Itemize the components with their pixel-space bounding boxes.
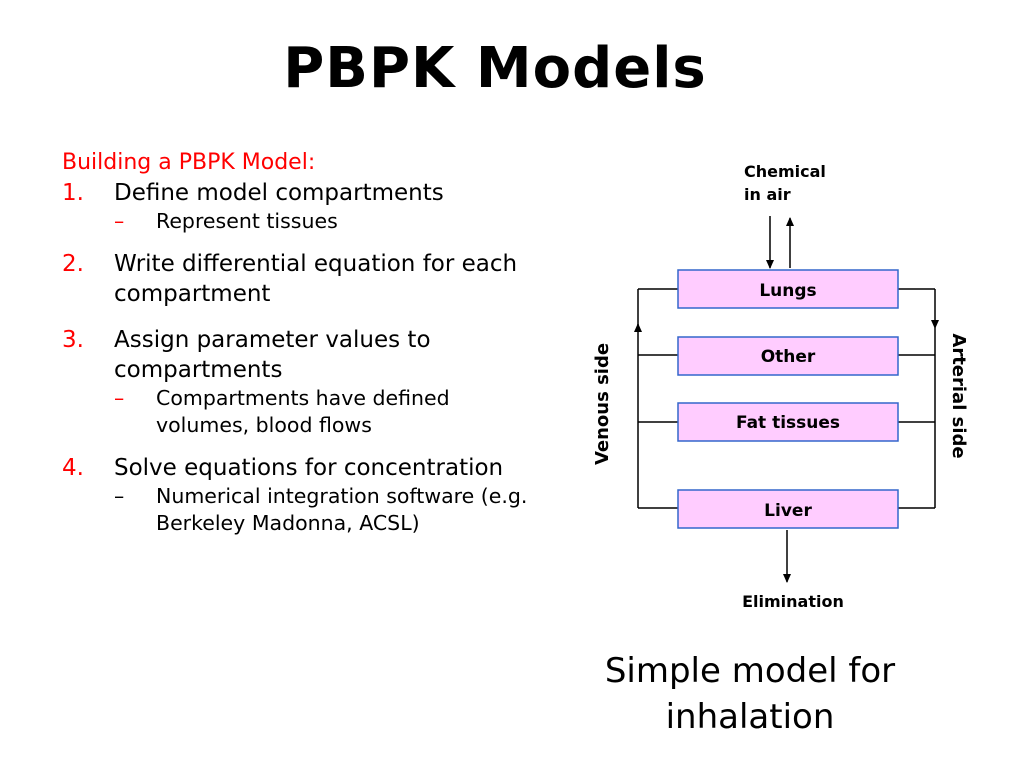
step-4-text: Solve equations for concentration xyxy=(114,455,504,481)
compartment-fat-tissues: Fat tissues xyxy=(677,402,899,442)
output-label: Elimination xyxy=(742,592,844,611)
step-1-sub-1-text: Represent tissues xyxy=(156,209,338,233)
input-label-line2: in air xyxy=(744,185,791,204)
step-1-text: Define model compartments xyxy=(114,180,444,206)
diagram-caption: Simple model for inhalation xyxy=(604,651,896,737)
compartment-liver-label: Liver xyxy=(764,501,812,521)
compartment-liver: Liver xyxy=(677,489,899,529)
compartment-lungs: Lungs xyxy=(677,269,899,309)
compartment-fat-tissues-label: Fat tissues xyxy=(736,413,840,433)
step-4: 4. Solve equations for concentration xyxy=(62,453,542,483)
compartment-other-label: Other xyxy=(761,347,816,367)
slide-title: PBPK Models xyxy=(283,36,707,101)
step-1-sub-1: – Represent tissues xyxy=(114,208,542,235)
content-list: Building a PBPK Model: 1. Define model c… xyxy=(62,148,542,537)
step-4-number: 4. xyxy=(62,455,84,481)
step-3-text: Assign parameter values to compartments xyxy=(114,327,431,383)
compartment-other: Other xyxy=(677,336,899,376)
compartment-lungs-label: Lungs xyxy=(759,281,816,301)
step-3-number: 3. xyxy=(62,327,84,353)
step-1-number: 1. xyxy=(62,180,84,206)
step-1: 1. Define model compartments xyxy=(62,178,542,208)
step-2-number: 2. xyxy=(62,251,84,277)
input-label-line1: Chemical xyxy=(744,162,826,181)
step-4-sub-1: – Numerical integration software (e.g. B… xyxy=(114,483,542,537)
step-2-text: Write differential equation for each com… xyxy=(114,251,518,307)
arterial-side-label: Arterial side xyxy=(948,333,969,458)
step-3-sub-1: – Compartments have defined volumes, blo… xyxy=(114,385,542,439)
step-1-sub-1-bullet: – xyxy=(114,209,125,233)
step-3-sub-1-text: Compartments have defined volumes, blood… xyxy=(156,386,450,437)
list-intro: Building a PBPK Model: xyxy=(62,150,316,175)
venous-side-label: Venous side xyxy=(592,343,613,465)
step-3-sub-1-bullet: – xyxy=(114,386,125,410)
step-4-sub-1-text: Numerical integration software (e.g. Ber… xyxy=(156,484,528,535)
step-4-sub-1-bullet: – xyxy=(114,484,125,508)
step-3: 3. Assign parameter values to compartmen… xyxy=(62,325,542,385)
step-2: 2. Write differential equation for each … xyxy=(62,249,542,309)
